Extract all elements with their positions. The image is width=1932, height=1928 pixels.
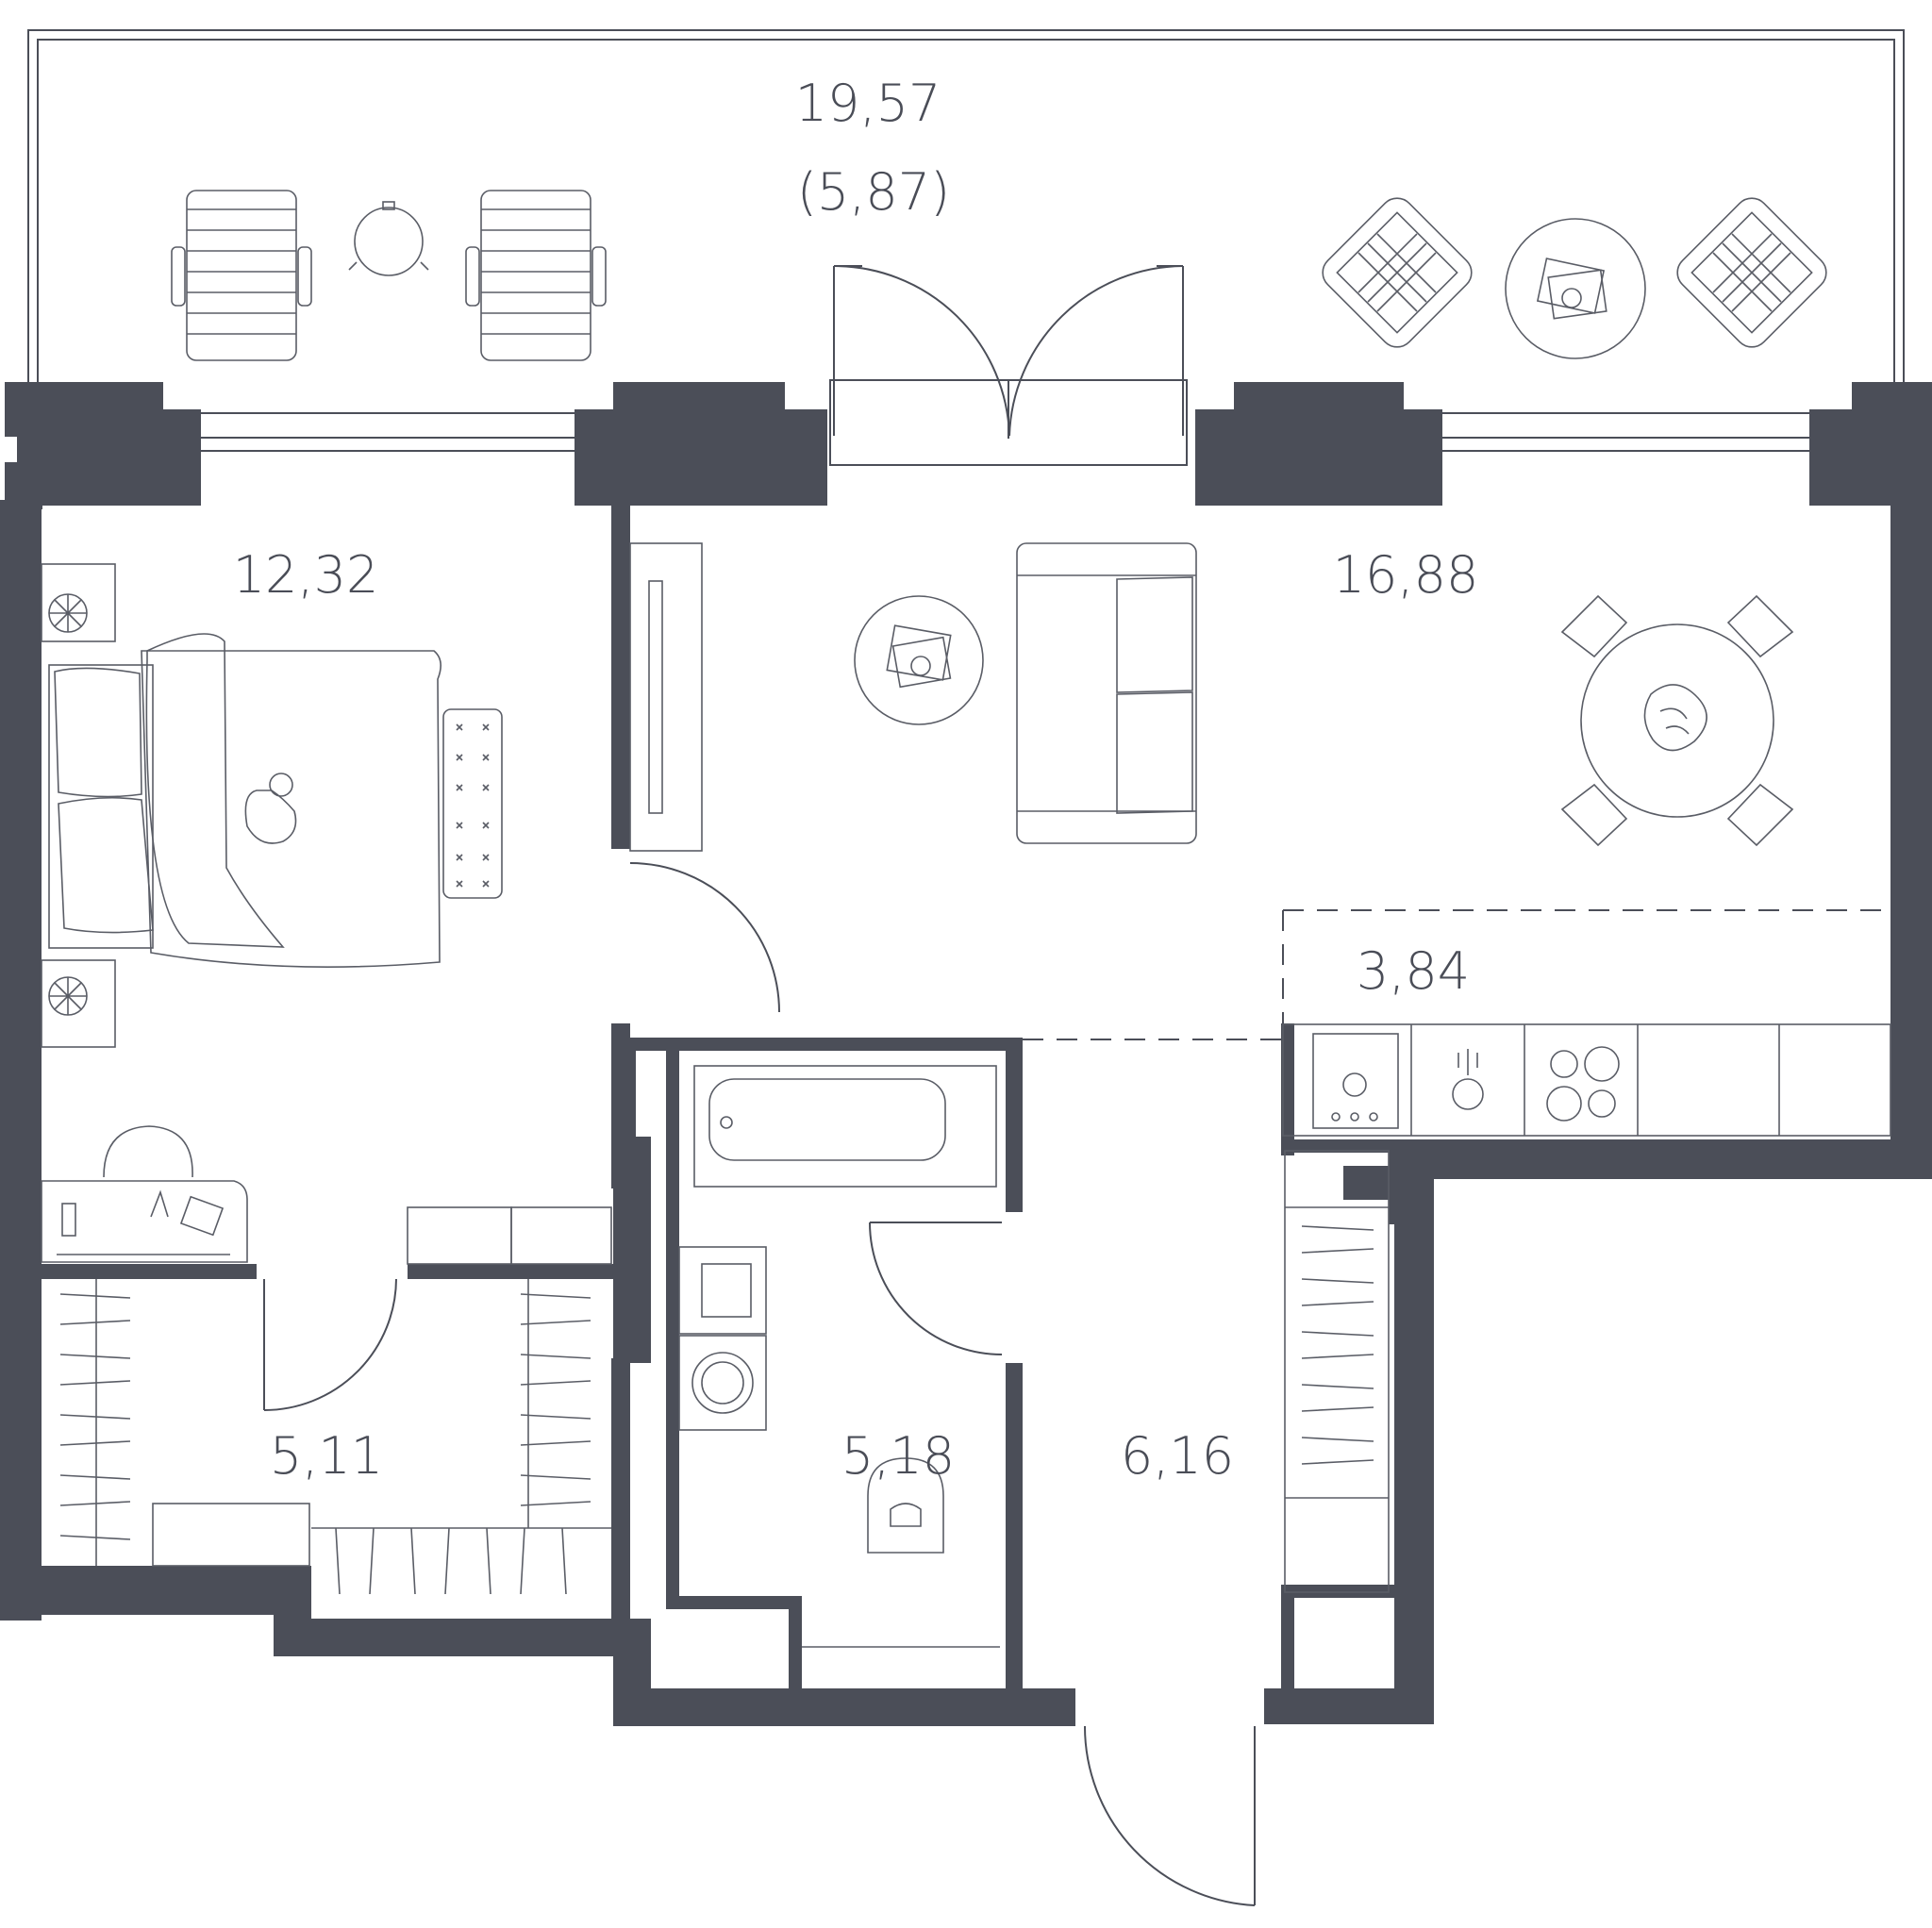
cat-icon [244,773,297,844]
sofa-icon [1016,542,1197,844]
sink-icon [678,1246,767,1335]
sun-lounger-icon [171,190,312,361]
bench-icon [442,708,503,899]
stove-icon [1546,1046,1620,1122]
sun-lounger-icon [465,190,607,361]
kitchen-area: 3,84 [1357,941,1470,1001]
washing-machine-icon [678,1335,767,1431]
coffee-table-icon [854,595,984,725]
walls [0,382,1932,1726]
wardrobe-area: 5,11 [270,1426,383,1486]
armchair-icon [1322,197,1473,348]
dining-table-icon [1560,594,1794,847]
wardrobe-icon [95,1279,611,1567]
fan-icon [41,959,116,1048]
bed-icon [48,633,441,968]
sink-icon [1312,1033,1399,1129]
wardrobe-icon [407,1206,612,1265]
kitchen-counter [1282,1023,1891,1137]
zone-boundaries [1023,909,1890,1040]
side-table-icon [348,201,429,276]
flower-icon [1643,684,1707,752]
coffee-table-icon [1505,218,1646,359]
windows [158,379,1827,466]
balcony-secondary-area: (5,87) [797,162,950,222]
hall-area: 6,16 [1121,1426,1234,1486]
door-icon [263,265,1256,1906]
toilet-icon [802,1457,1000,1648]
bedroom-area: 12,32 [233,545,379,605]
tv-stand-icon [629,542,703,852]
living-area: 16,88 [1333,545,1479,605]
bathtub-icon [693,1065,997,1188]
chair-icon [103,1125,193,1178]
hangers [59,1293,591,1595]
armchair-icon [1676,197,1827,348]
wardrobe-icon [1284,1150,1390,1593]
balcony-area: 19,57 [795,74,941,133]
fan-icon [41,563,116,642]
faucet-icon [1452,1049,1484,1110]
bathroom-area: 5,18 [841,1426,955,1486]
balcony-outline [27,29,1905,382]
desk-icon [41,1180,248,1263]
